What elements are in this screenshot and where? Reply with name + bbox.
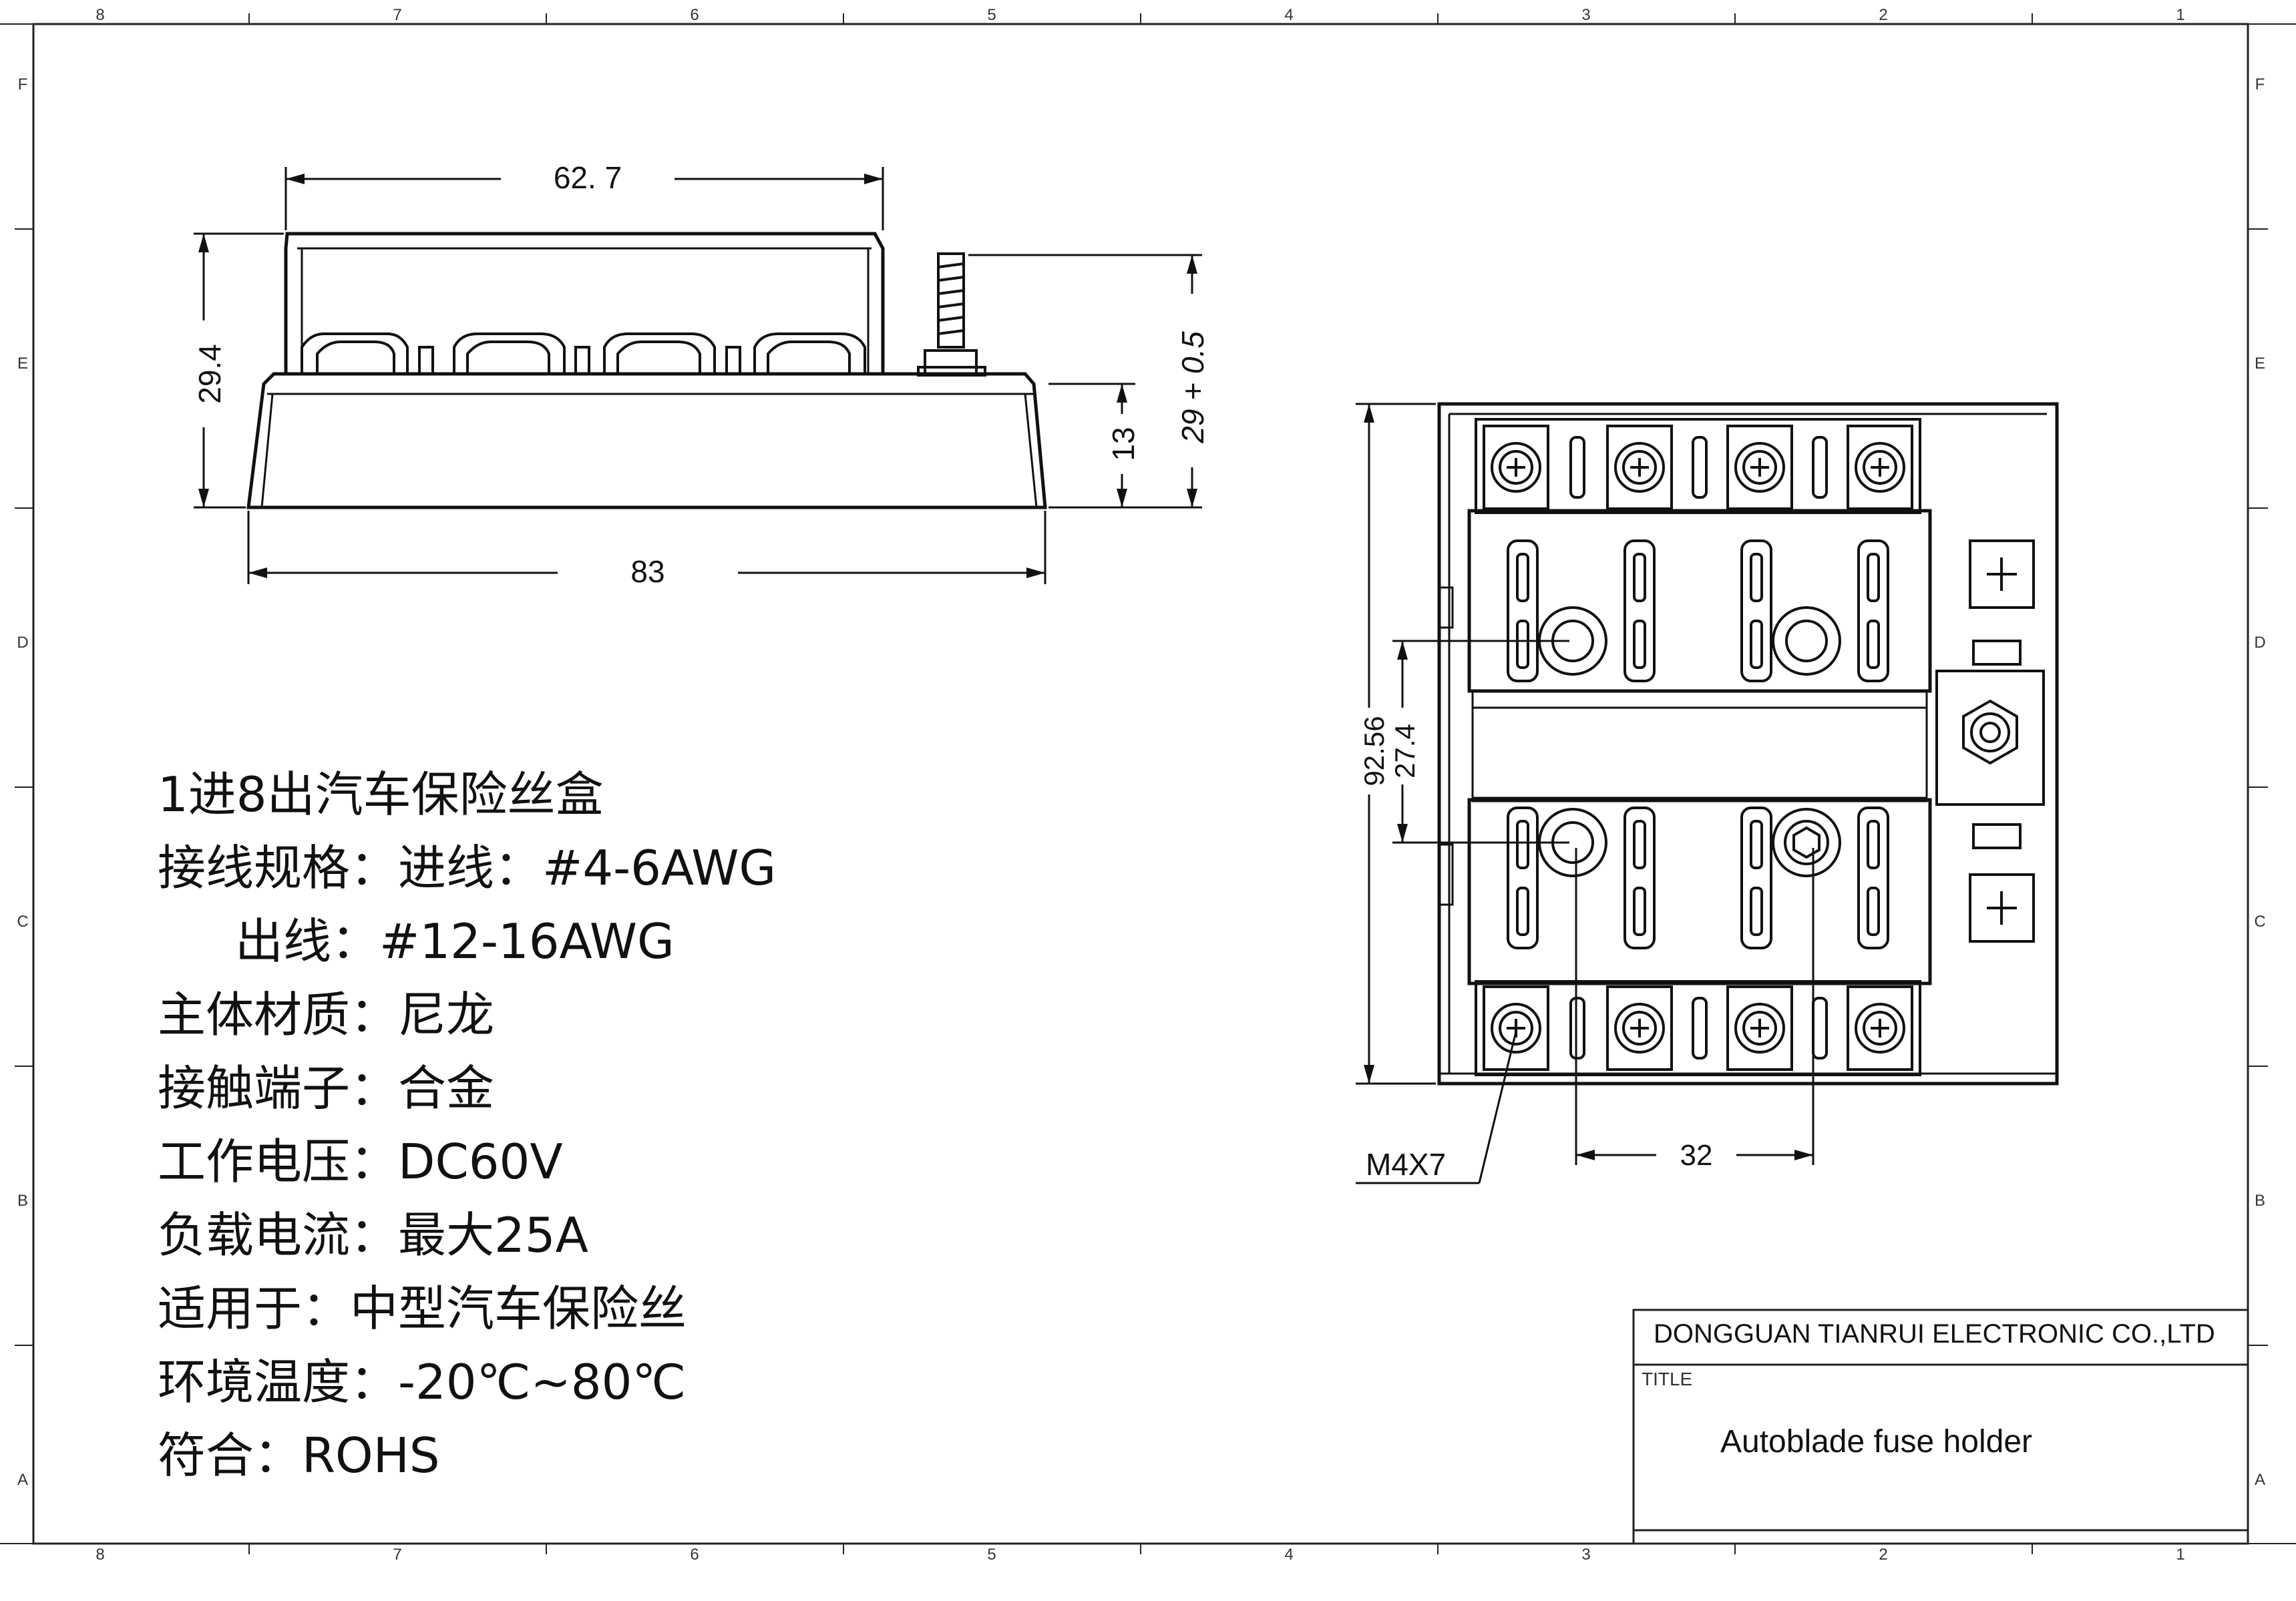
zone-row-right: F <box>2255 75 2265 93</box>
dim-fuse-pitch-h: 32 <box>1680 1139 1713 1172</box>
zone-col-bottom: 5 <box>987 1546 996 1564</box>
zone-labels-bottom: 8 7 6 5 4 3 2 1 <box>95 1546 2184 1564</box>
zone-row-left: A <box>17 1471 28 1489</box>
zone-col-top: 3 <box>1581 6 1590 24</box>
top-outer-body <box>1437 402 2059 1086</box>
zone-row-left: B <box>17 1192 28 1210</box>
fuse-blade-contacts <box>1507 539 1889 949</box>
dim-bottom-width: 83 <box>630 554 664 589</box>
side-cover <box>284 232 885 376</box>
zone-col-bottom: 7 <box>393 1546 401 1564</box>
zone-ticks <box>15 13 2268 1554</box>
fuse-panels <box>1467 509 1932 985</box>
zone-col-top: 5 <box>987 6 996 24</box>
dim-base-height: 13 <box>1106 427 1141 461</box>
side-dimension-labels: 62. 7 83 29.4 13 29 + 0.5 <box>192 160 1210 589</box>
zone-row-right: D <box>2254 634 2265 652</box>
zone-col-bottom: 6 <box>690 1546 699 1564</box>
zone-col-bottom: 1 <box>2176 1546 2184 1564</box>
zone-row-right: C <box>2254 913 2265 931</box>
side-stud <box>917 252 986 377</box>
dim-overall-height: 92.56 <box>1358 716 1390 786</box>
dim-top-width: 62. 7 <box>554 160 622 195</box>
zone-row-left: E <box>17 355 28 373</box>
zone-row-left: F <box>18 75 28 93</box>
zone-col-top: 7 <box>393 6 401 24</box>
top-view-right-features <box>1935 539 2045 943</box>
spec-line-compliance: 符合：ROHS <box>158 1427 440 1483</box>
zone-col-bottom: 3 <box>1581 1546 1590 1564</box>
zone-col-top: 6 <box>690 6 699 24</box>
top-terminal-row <box>1475 418 1921 514</box>
zone-col-top: 8 <box>95 6 104 24</box>
zone-col-bottom: 8 <box>95 1546 104 1564</box>
zone-col-top: 4 <box>1284 6 1293 24</box>
top-view <box>1437 402 2059 1086</box>
zone-row-left: C <box>17 913 28 931</box>
title-block <box>1632 1309 2249 1545</box>
dim-total-height: 29.4 <box>192 344 227 404</box>
spec-line-temperature: 环境温度：-20℃~80℃ <box>158 1354 687 1410</box>
bottom-terminal-row <box>1475 980 1921 1076</box>
title-block-title: Autoblade fuse holder <box>1720 1424 2033 1459</box>
zone-labels-top: 8 7 6 5 4 3 2 1 <box>95 6 2184 24</box>
title-block-company: DONGGUAN TIANRUI ELECTRONIC CO.,LTD <box>1654 1319 2215 1349</box>
spec-line-voltage: 工作电压：DC60V <box>158 1134 563 1190</box>
zone-labels-left: F E D C B A <box>17 75 28 1489</box>
side-view <box>246 232 1047 509</box>
zone-row-right: B <box>2255 1192 2265 1210</box>
screw-callout: M4X7 <box>1366 1147 1446 1182</box>
side-base <box>246 372 1047 509</box>
spec-line-material: 主体材质：尼龙 <box>158 987 495 1043</box>
title-block-label: TITLE <box>1642 1369 1693 1389</box>
zone-row-left: D <box>17 634 28 652</box>
terminal-screws <box>1483 425 1913 1071</box>
dim-stud-height: 29 + 0.5 <box>1175 331 1210 444</box>
spec-line-product-name: 1进8出汽车保险丝盒 <box>158 766 604 823</box>
zone-col-top: 2 <box>1879 6 1887 24</box>
top-dimension-labels: 92.56 27.4 32 M4X7 <box>1358 716 1712 1182</box>
top-dimensions <box>1356 403 1814 1184</box>
zone-col-bottom: 4 <box>1284 1546 1293 1564</box>
zone-row-right: E <box>2255 355 2265 373</box>
fuse-center-holes <box>1538 606 1841 877</box>
spec-line-wire-spec: 接线规格：进线：#4-6AWG <box>158 840 777 896</box>
spec-line-terminal: 接触端子：合金 <box>158 1060 495 1116</box>
side-dimensions <box>194 167 1202 584</box>
zone-col-top: 1 <box>2176 6 2184 24</box>
zone-labels-right: F E D C B A <box>2254 75 2265 1489</box>
zone-row-right: A <box>2255 1471 2265 1489</box>
spec-line-applicable: 适用于：中型汽车保险丝 <box>158 1281 687 1337</box>
dim-fuse-pitch-v: 27.4 <box>1389 724 1420 778</box>
zone-col-bottom: 2 <box>1879 1546 1887 1564</box>
spec-line-output-wire: 出线：#12-16AWG <box>235 913 675 969</box>
side-fuse-tabs <box>301 332 866 375</box>
spec-line-current: 负载电流：最大25A <box>158 1207 588 1263</box>
